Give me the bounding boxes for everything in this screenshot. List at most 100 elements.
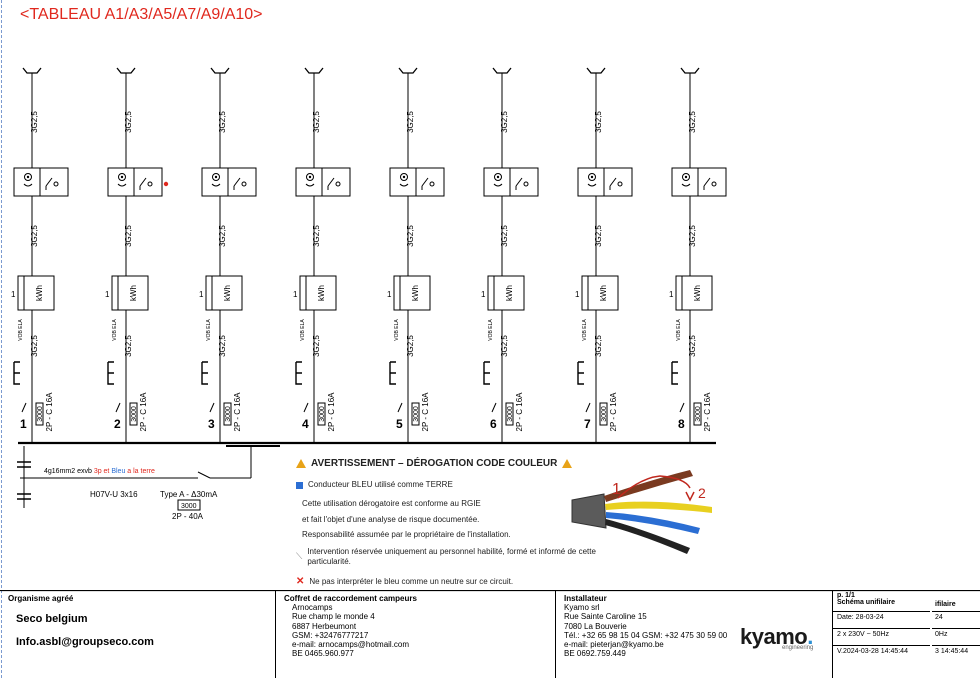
main-code: 3000 <box>181 503 197 510</box>
cross-icon: ✕ <box>296 576 305 588</box>
breaker-switch <box>303 402 309 413</box>
blue-note: Conducteur BLEU utilisé comme TERRE <box>308 480 453 489</box>
breaker-switch <box>209 402 215 413</box>
socket-icon-arc <box>23 183 33 187</box>
switch-icon <box>233 177 241 187</box>
breaker-switch <box>491 402 497 413</box>
cable-label: 3G2,5 <box>500 111 509 133</box>
installer-line: e-mail: pieterjan@kyamo.be <box>564 639 664 649</box>
breaker-code-box <box>223 402 232 426</box>
energy-meter-box <box>111 275 149 311</box>
socket-symbol <box>210 67 230 74</box>
socket-icon-dot <box>214 175 218 179</box>
differential-symbol <box>201 361 208 385</box>
coffret-line: 6887 Herbeumont <box>292 621 357 631</box>
switch-icon <box>703 177 711 187</box>
circuit-number: 3 <box>208 417 215 431</box>
warning-icon <box>296 459 306 468</box>
socket-icon-dot <box>402 175 406 179</box>
socket-symbol <box>586 67 606 74</box>
energy-meter-box <box>675 275 713 311</box>
switch-icon-pivot <box>429 181 435 187</box>
breaker-code: 3000 <box>225 406 232 422</box>
socket-icon-arc <box>681 183 691 187</box>
breaker-rating: 2P - C 16A <box>609 392 618 432</box>
doc-info-ghost: ifilaire 24 0Hz 3 14:45:44 <box>932 590 980 678</box>
breaker-code: 3000 <box>695 406 702 422</box>
warning-icon <box>562 459 573 468</box>
breaker-code-box <box>35 402 44 426</box>
photo-mark: 1 <box>612 481 621 498</box>
coffret-line: Rue champ le monde 4 <box>292 612 375 622</box>
coffret-line: Arnocamps <box>292 603 333 613</box>
warning-title: AVERTISSEMENT – DÉROGATION CODE COULEUR <box>311 458 558 469</box>
breaker-rating: 2P - C 16A <box>703 392 712 432</box>
ghost-doc: ifilaire <box>932 590 980 612</box>
meter-label: kWh <box>599 285 608 301</box>
earth-note: 4g16mm2 exvb 3p et Bleu a la terre <box>44 468 155 475</box>
socket-symbol <box>398 67 418 74</box>
socket-symbol <box>22 67 42 74</box>
photo-annotation-arc <box>617 475 691 499</box>
breaker-rating: 2P - C 16A <box>45 392 54 432</box>
breaker-rating: 2P - C 16A <box>233 392 242 432</box>
cable-label: 3G2,5 <box>594 111 603 133</box>
cable-label: 3G2,5 <box>124 111 133 133</box>
circuit-number: 5 <box>396 417 403 431</box>
switch-icon-pivot <box>711 181 717 187</box>
socket-symbol <box>492 67 512 74</box>
socket-icon <box>588 173 596 181</box>
socket-symbol <box>680 67 700 74</box>
doc-version: V.2024-03-28 14:45:44 <box>837 648 908 655</box>
differential-symbol <box>13 361 20 385</box>
cable-label: 3G2,5 <box>406 225 415 247</box>
meter-quantity: 1 <box>11 290 16 299</box>
socket-icon <box>400 173 408 181</box>
breaker-code-box <box>505 402 514 426</box>
cable-label: 3G2,5 <box>218 225 227 247</box>
vob-label: VOB ELA <box>206 319 212 341</box>
installer-line: 7080 La Bouverie <box>564 621 627 631</box>
cable-label: 3G2,5 <box>218 111 227 133</box>
coffret-line: BE 0465.960.977 <box>292 649 354 659</box>
breaker-code-box <box>129 402 138 426</box>
cable-label: 3G2,5 <box>30 111 39 133</box>
socket-icon-dot <box>308 175 312 179</box>
cable-label: 3G2,5 <box>688 111 697 133</box>
vob-label: VOB ELA <box>488 319 494 341</box>
cable-label: 3G2,5 <box>124 335 133 357</box>
circuit-number: 6 <box>490 417 497 431</box>
cable-label: 3G2,5 <box>688 335 697 357</box>
title-block: Organisme agréé Seco belgium Info.asbl@g… <box>0 590 980 678</box>
cable-jacket <box>571 493 607 529</box>
circuit-number: 8 <box>678 417 685 431</box>
logo-dot: . <box>807 624 813 649</box>
switch-icon-pivot <box>523 181 529 187</box>
vob-label: VOB ELA <box>300 319 306 341</box>
switch-icon-pivot <box>53 181 59 187</box>
cable-label: 3G2,5 <box>124 225 133 247</box>
coffret-header: Coffret de raccordement campeurs <box>284 594 417 603</box>
coffret-line: GSM: +32476777217 <box>292 630 369 640</box>
socket-icon-arc <box>211 183 221 187</box>
differential-symbol <box>295 361 302 385</box>
switch-icon <box>45 177 53 187</box>
meter-quantity: 1 <box>199 290 204 299</box>
org-cell: Organisme agréé Seco belgium Info.asbl@g… <box>0 590 276 678</box>
switch-icon <box>421 177 429 187</box>
installer-line: BE 0692.759.449 <box>564 649 626 659</box>
circuit-number: 4 <box>302 417 309 431</box>
meter-label: kWh <box>129 285 138 301</box>
cable-label: 3G2,5 <box>594 335 603 357</box>
org-header: Organisme agréé <box>8 594 74 603</box>
cable-label: 3G2,5 <box>406 111 415 133</box>
earth-note-part: 3p et <box>94 468 112 475</box>
meter-quantity: 1 <box>105 290 110 299</box>
meter-label: kWh <box>411 285 420 301</box>
socket-icon <box>118 173 126 181</box>
installer-cell: Installateur Kyamo srl Rue Sainte Caroli… <box>556 590 832 678</box>
breaker-code: 3000 <box>131 406 138 422</box>
device-box <box>671 167 727 197</box>
board-title: <TABLEAU A1/A3/A5/A7/A9/A10> <box>20 6 263 23</box>
marker-dot <box>163 181 169 187</box>
